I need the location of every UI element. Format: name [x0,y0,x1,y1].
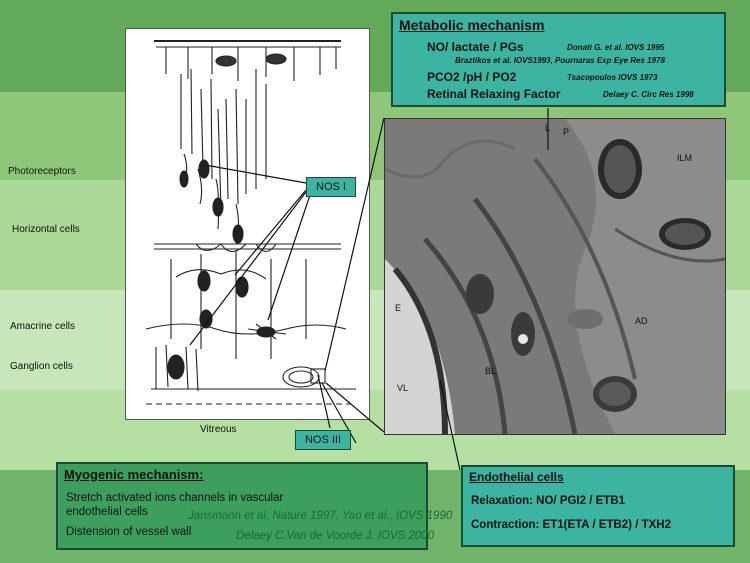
metabolic-line-pco2: PCO2 /pH / PO2 [427,70,517,84]
retina-illustration [125,28,370,420]
endothelial-relaxation: Relaxation: NO/ PGI2 / ETB1 [471,495,626,507]
em-label-vl: VL [397,383,409,393]
myogenic-mechanism-box: Myogenic mechanism: Stretch activated io… [56,462,452,550]
layer-label-ganglion-cells: Ganglion cells [10,361,73,372]
myogenic-title: Myogenic mechanism: [64,467,204,482]
em-label-e: E [395,303,402,313]
metabolic-mechanism-box: Metabolic mechanism NO/ lactate / PGs Do… [391,12,726,107]
layer-label-horizontal-cells: Horizontal cells [12,224,80,235]
metabolic-ref-delaey: Delaey C. Circ Res 1998 [603,90,694,99]
micrograph-drawing [385,119,725,434]
electron-micrograph: L P ILM E AD BL VL [384,118,726,435]
myogenic-line-distension: Distension of vessel wall [66,526,192,538]
metabolic-title: Metabolic mechanism [399,17,545,33]
layer-label-photoreceptors: Photoreceptors [8,166,76,177]
retina-drawing [145,40,356,405]
endothelial-contraction: Contraction: ET1(ETA / ETB2) / TXH2 [471,519,671,531]
endothelial-cells-box: Endothelial cells Relaxation: NO/ PGI2 /… [461,465,735,547]
metabolic-ref-braztikos: Braztikos et al. IOVS1993, Pournaras Exp… [455,56,665,65]
nos-i-label: NOS I [306,177,356,197]
em-label-ad: AD [635,316,648,326]
layer-label-vitreous: Vitreous [200,424,237,435]
myogenic-ref-delaey: Delaey C.Van de Voorde J. IOVS 2000 [236,530,434,542]
myogenic-line-stretch: Stretch activated ions channels in vascu… [66,492,284,504]
myogenic-ref-jansmann: Jansmann et al. Nature 1997, Yao et al.,… [188,510,453,522]
metabolic-line-no-lactate: NO/ lactate / PGs [427,40,524,54]
metabolic-line-rrf: Retinal Relaxing Factor [427,87,561,101]
em-label-bl: BL [485,366,497,376]
em-label-p: P [563,127,570,137]
em-label-ilm: ILM [677,153,693,163]
layer-label-amacrine-cells: Amacrine cells [10,321,76,332]
metabolic-ref-tsacopoulos: Tsacopoulos IOVS 1973 [567,73,658,82]
em-label-l: L [545,123,551,133]
myogenic-line-endothelial: endothelial cells [66,506,148,518]
endothelial-title: Endothelial cells [469,470,564,484]
nos-iii-label: NOS III [295,430,351,450]
metabolic-ref-donati: Donati G. et al. IOVS 1995 [567,43,665,52]
